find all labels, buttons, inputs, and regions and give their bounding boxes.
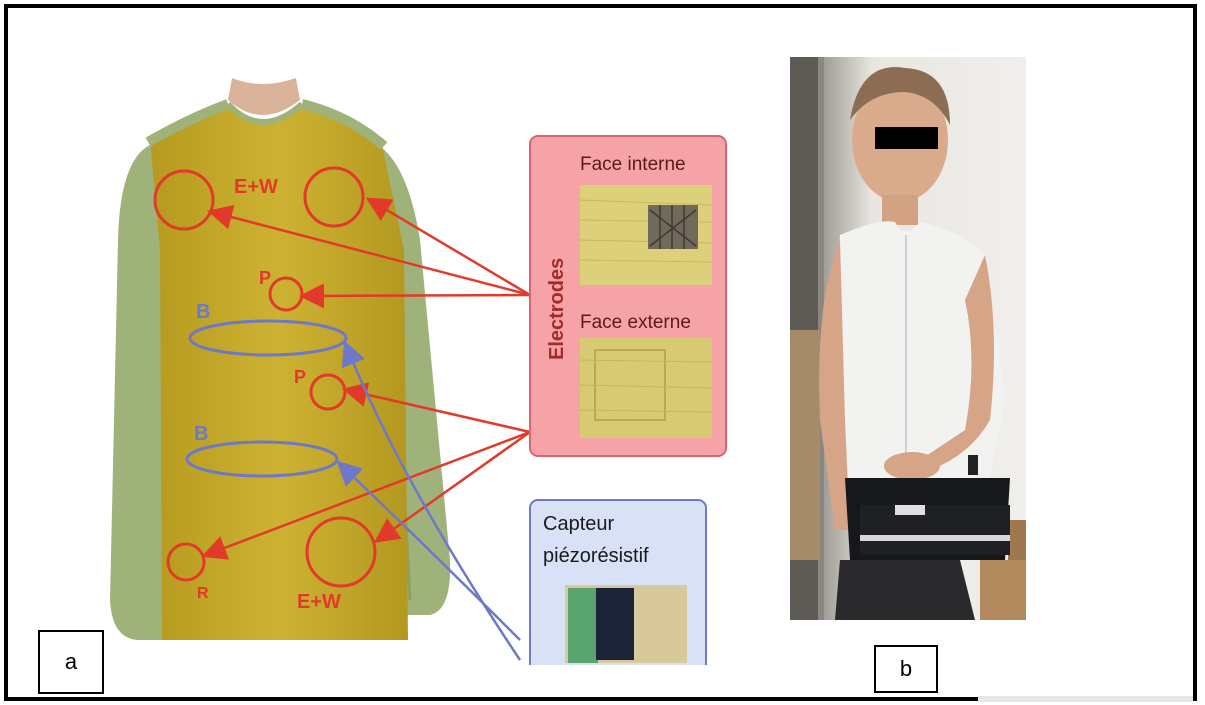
sensor-callout-box: Capteur piézorésistif bbox=[530, 500, 706, 675]
label-b-upper: B bbox=[196, 301, 210, 323]
label-ew-bottom: E+W bbox=[297, 591, 341, 613]
label-p-lower: P bbox=[294, 367, 306, 387]
electrodes-title: Electrodes bbox=[546, 258, 568, 360]
label-r: R bbox=[197, 585, 209, 602]
label-ew-top: E+W bbox=[234, 176, 278, 198]
panel-label-b: b bbox=[874, 645, 938, 693]
electrodes-callout-box: Electrodes Face interne Face externe bbox=[530, 136, 726, 456]
footer-watermark bbox=[978, 696, 1193, 702]
sensor-line1: Capteur bbox=[543, 513, 614, 535]
sensor-line2: piézorésistif bbox=[543, 545, 649, 567]
label-p-upper: P bbox=[259, 268, 271, 288]
garment-illustration bbox=[110, 78, 450, 640]
photo-person-wearing-shirt bbox=[790, 57, 1026, 620]
face-interne-label: Face interne bbox=[580, 154, 686, 175]
label-b-lower: B bbox=[194, 423, 208, 445]
panel-label-a: a bbox=[38, 630, 104, 694]
face-externe-label: Face externe bbox=[580, 312, 691, 333]
